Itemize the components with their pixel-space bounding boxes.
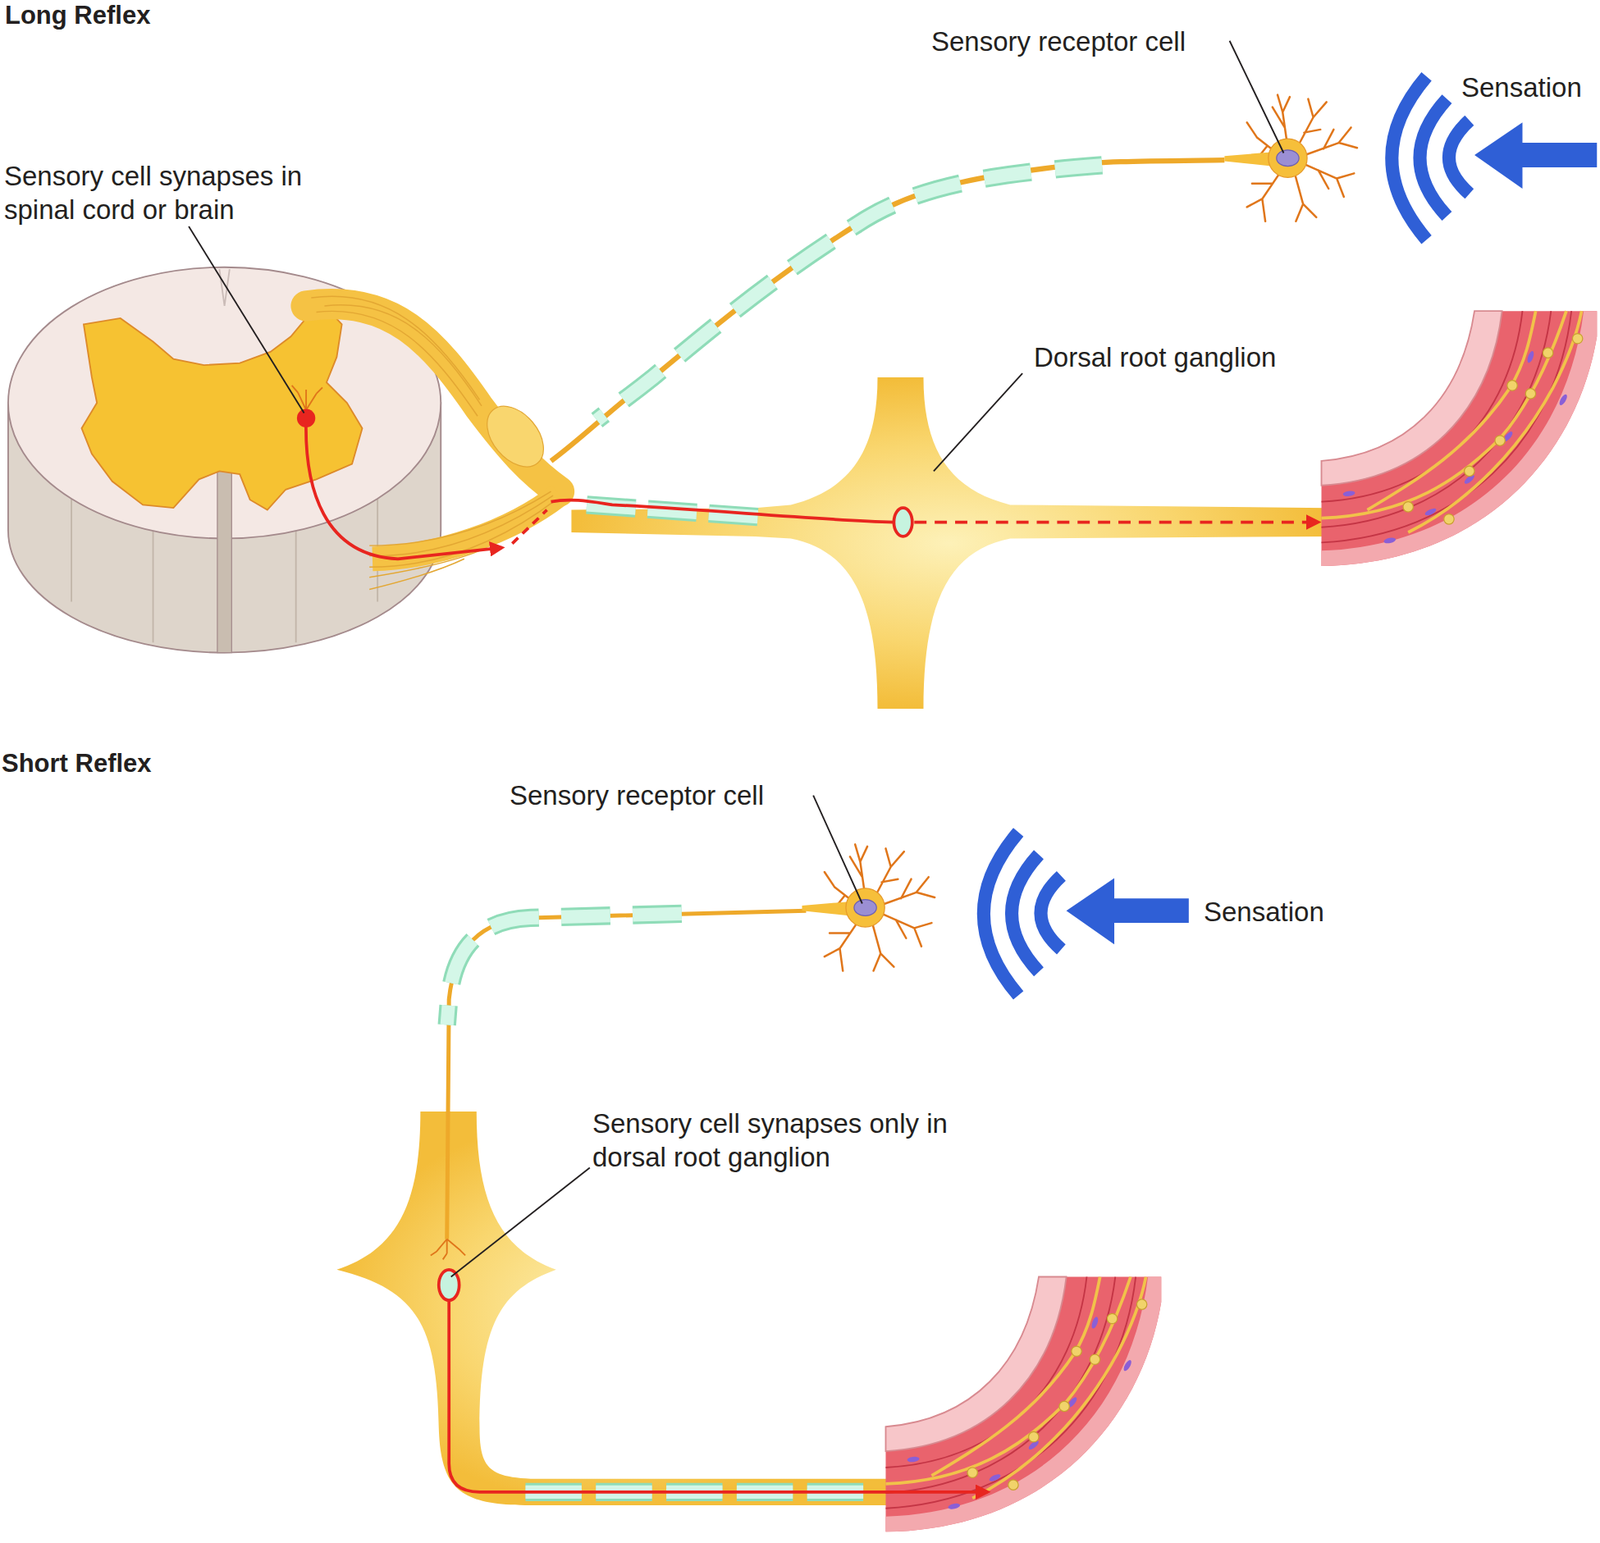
motor-signal-path bbox=[914, 521, 1318, 525]
synapse-point bbox=[297, 409, 316, 428]
synapse-terminals bbox=[430, 1239, 466, 1261]
leader-line bbox=[451, 1167, 590, 1277]
posterior-sulcus bbox=[219, 269, 229, 307]
long-sensory-axon bbox=[551, 160, 1226, 517]
part-label: Sensory receptor cell bbox=[931, 24, 1186, 59]
stimulus-label: Sensation bbox=[1461, 70, 1582, 105]
myelin-sheath bbox=[597, 164, 1103, 421]
myelin-sheath bbox=[447, 914, 682, 1026]
motor-signal-path bbox=[448, 1301, 988, 1492]
short-reflex-pathway bbox=[438, 1270, 988, 1493]
leader-lines bbox=[188, 41, 1284, 1278]
ventral-root bbox=[372, 494, 560, 559]
myelin-sheath bbox=[586, 504, 760, 517]
ventral-root-fibers bbox=[369, 491, 557, 590]
nerve-roots bbox=[306, 296, 559, 590]
callout-label: Sensory cell synapses in spinal cord or … bbox=[4, 159, 329, 227]
anterior-fissure bbox=[217, 467, 232, 654]
ganglion-neuron bbox=[438, 1270, 460, 1301]
grey-matter bbox=[81, 306, 362, 511]
short-sensory-axon bbox=[430, 910, 878, 1493]
stimulus-label: Sensation bbox=[1203, 895, 1325, 929]
myelin-sheath bbox=[586, 504, 760, 517]
ganglion-neuron bbox=[893, 507, 912, 537]
motor-signal-path bbox=[512, 510, 547, 544]
leader-line bbox=[813, 795, 863, 905]
dorsal-root bbox=[306, 304, 559, 493]
long-reflex-pathway bbox=[292, 385, 1319, 559]
motor-signal-path bbox=[306, 418, 503, 560]
dorsal-root-ganglion bbox=[571, 377, 1326, 709]
sensory-receptor-cell bbox=[801, 844, 935, 971]
motor-signal-path bbox=[551, 500, 895, 523]
sensation-symbol bbox=[983, 832, 1189, 996]
smooth-muscle-tissue bbox=[1321, 310, 1597, 567]
part-label: Sensory receptor cell bbox=[509, 778, 764, 813]
leader-line bbox=[1229, 41, 1285, 154]
myelin-sheath bbox=[597, 164, 1103, 421]
sensory-receptor-cell bbox=[1224, 95, 1358, 222]
axon bbox=[551, 160, 1226, 462]
myelin-sheath bbox=[447, 914, 682, 1026]
synapse-terminals bbox=[292, 385, 323, 411]
dorsal-root-fibers bbox=[310, 296, 482, 416]
callout-label: Sensory cell synapses only in dorsal roo… bbox=[592, 1106, 979, 1175]
leader-line bbox=[933, 373, 1023, 471]
dorsal-root-bulge bbox=[475, 395, 555, 478]
section-heading: Short Reflex bbox=[1, 748, 152, 780]
part-label: Dorsal root ganglion bbox=[1033, 340, 1276, 375]
leader-line bbox=[188, 226, 305, 414]
section-heading: Long Reflex bbox=[4, 0, 151, 32]
axon bbox=[447, 910, 807, 1239]
